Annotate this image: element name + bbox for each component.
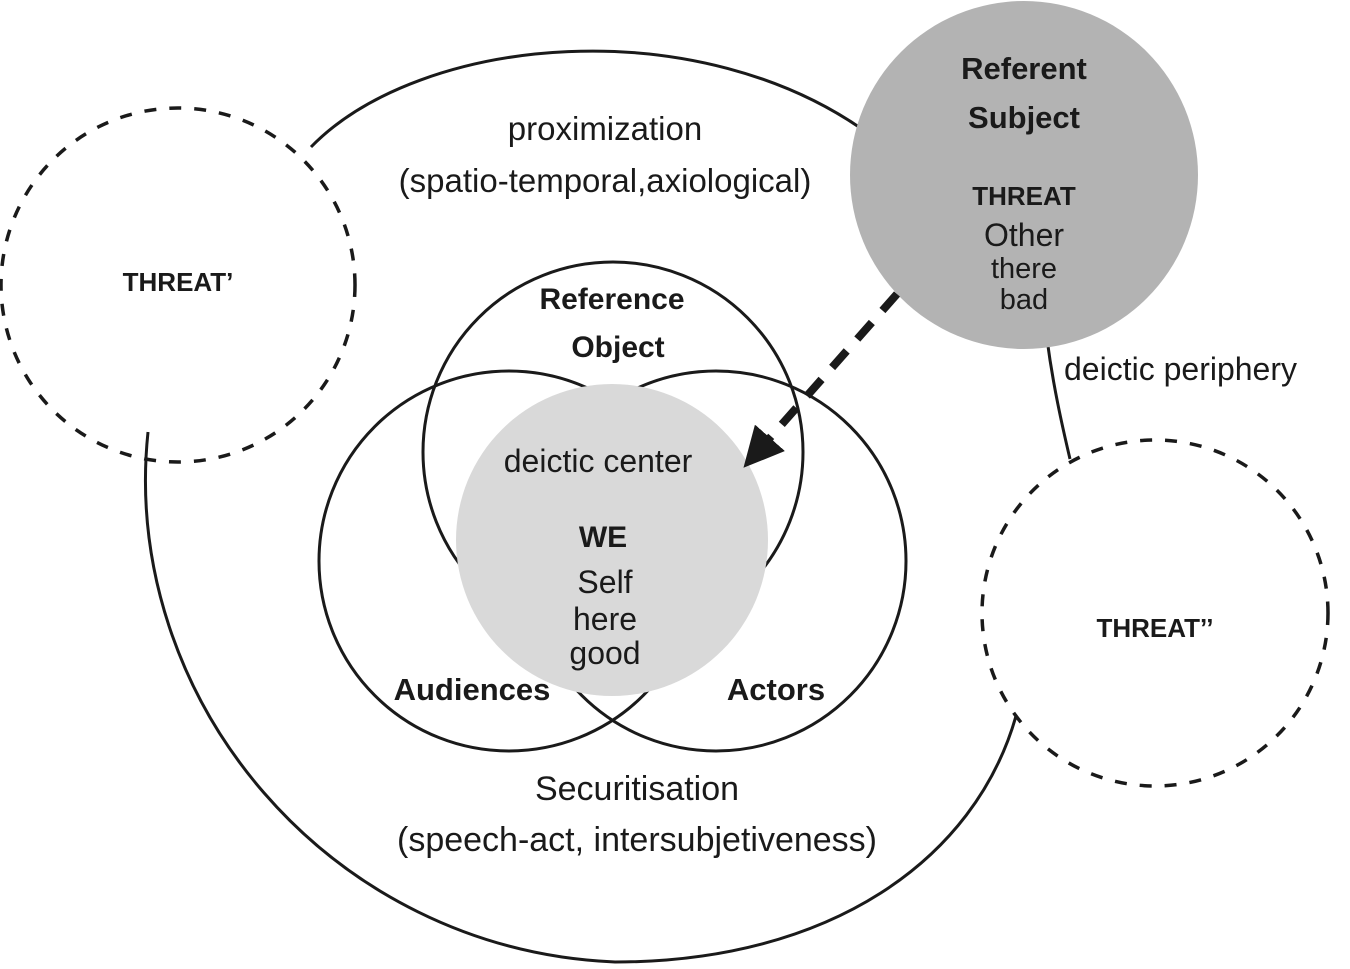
deictic-center-circle xyxy=(456,384,768,696)
referent-subject-circle xyxy=(850,1,1198,349)
threat-prime-circle xyxy=(0,106,357,464)
proximization-arrow xyxy=(743,291,900,468)
proximization-arc xyxy=(309,49,874,149)
threat-double-prime-circle xyxy=(980,438,1330,788)
securitisation-outer-arc xyxy=(144,431,1018,964)
deictic-periphery-connector xyxy=(1045,338,1072,460)
